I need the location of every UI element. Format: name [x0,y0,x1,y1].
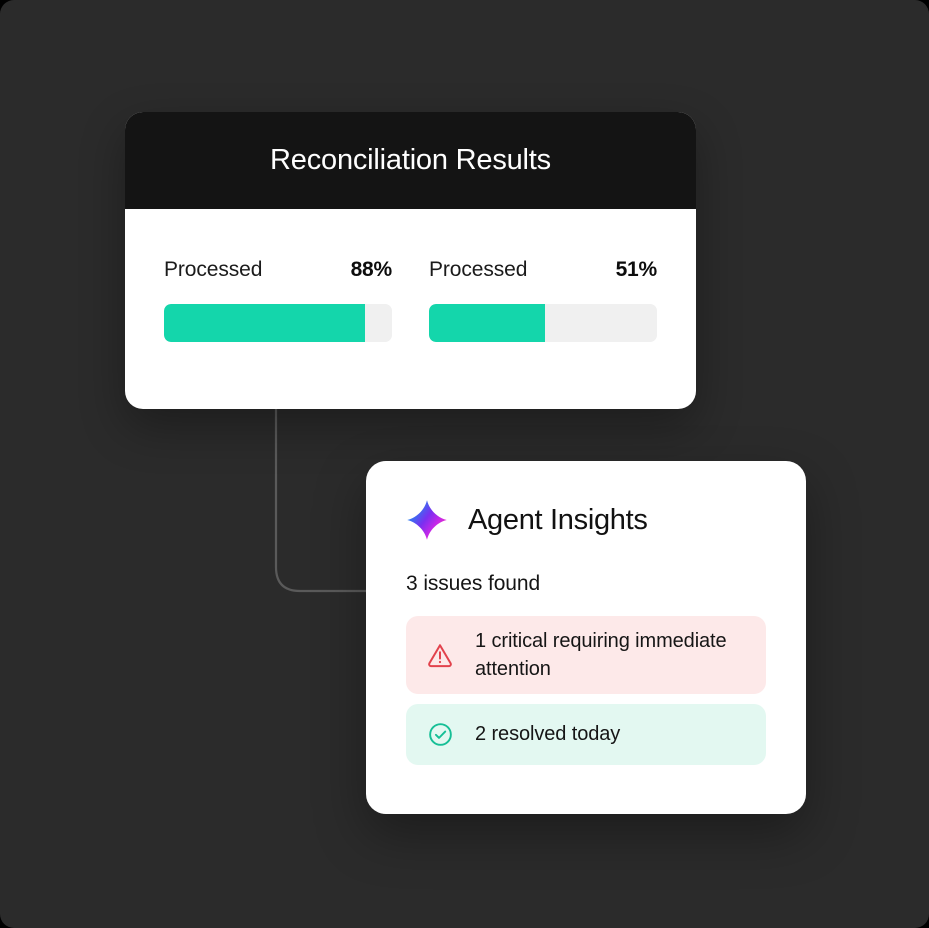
issue-text: 1 critical requiring immediate attention [475,629,727,680]
progress-bar-track [164,304,392,342]
progress-bar-track [429,304,657,342]
agent-insights-title: Agent Insights [468,503,648,536]
metric-row: Processed 51% [429,258,657,282]
issue-item-critical[interactable]: 1 critical requiring immediate attention [406,616,766,694]
metric-processed-2: Processed 51% [429,258,657,342]
metric-label: Processed [164,258,263,281]
metric-value: 51% [615,258,658,281]
warning-triangle-icon [424,639,456,671]
metric-label: Processed [429,258,528,281]
issue-list: 1 critical requiring immediate attention… [406,616,766,765]
progress-bar-fill [164,304,365,342]
agent-sparkle-logo-icon [407,500,447,540]
results-card-body: Processed 88% Processed 51% [125,209,696,342]
metric-value: 88% [350,258,393,281]
check-circle-icon [424,719,456,751]
reconciliation-results-card: Reconciliation Results Processed 88% Pro… [125,112,696,409]
issue-text: 2 resolved today [475,723,621,746]
metric-row: Processed 88% [164,258,392,282]
issue-item-resolved[interactable]: 2 resolved today [406,704,766,765]
page-title: Reconciliation Results [270,144,551,176]
issues-found-summary: 3 issues found [406,572,541,595]
results-card-header: Reconciliation Results [125,112,696,209]
agent-insights-header: Agent Insights [406,499,766,541]
progress-bar-fill [429,304,546,342]
metric-processed-1: Processed 88% [164,258,392,342]
agent-insights-card: Agent Insights 3 issues found 1 critical… [366,461,806,814]
